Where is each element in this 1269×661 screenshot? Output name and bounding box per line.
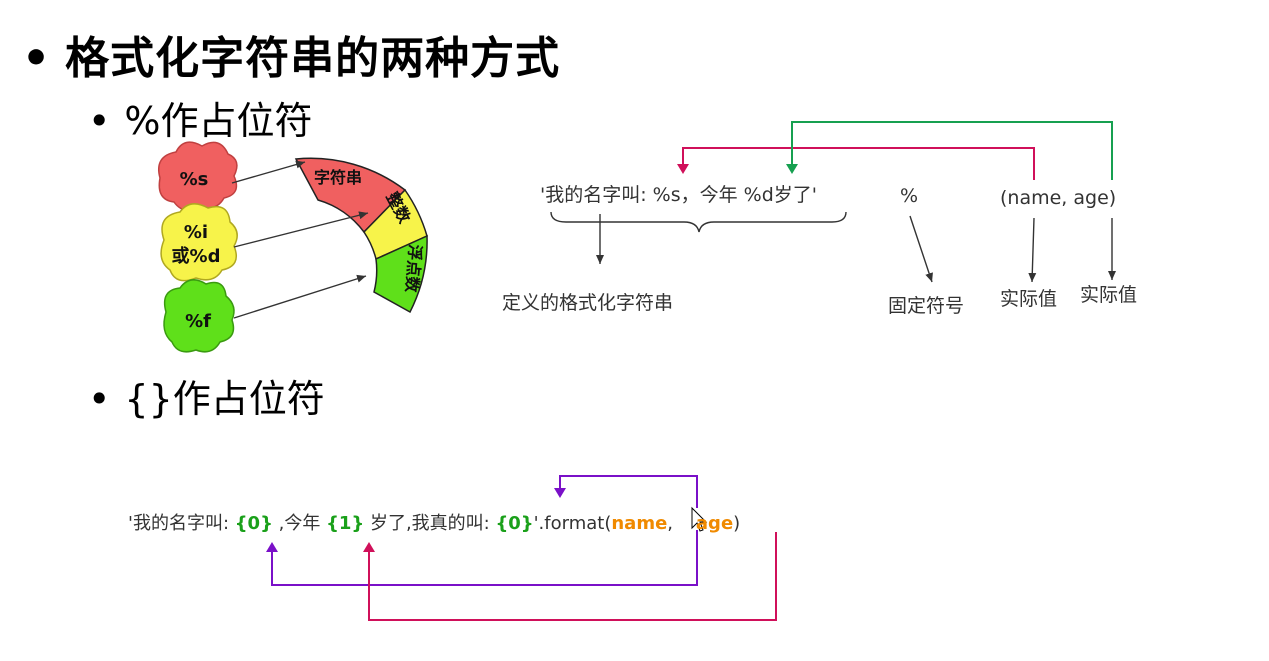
- label-format-string: 定义的格式化字符串: [502, 292, 674, 314]
- format-string-text: '我的名字叫: %s，今年 %d岁了': [540, 184, 817, 206]
- blob-integer-label-2: 或%d: [172, 245, 221, 267]
- arc-float-label: 浮点数: [402, 244, 425, 294]
- brace-placeholder-0b: {0}: [495, 513, 534, 534]
- arc-string-label: 字符串: [314, 168, 362, 187]
- bullet: •: [88, 99, 111, 143]
- format-part-5: ): [733, 513, 741, 534]
- format-part-4: '.format(: [533, 513, 612, 534]
- main-heading: • 格式化字符串的两种方式: [22, 22, 560, 86]
- bullet: •: [88, 377, 111, 421]
- arrow-integer: [233, 211, 369, 248]
- blob-float: [163, 279, 235, 353]
- arrow-float: [233, 274, 367, 319]
- brace-placeholder-1: {1}: [326, 513, 365, 534]
- format-separator: ,: [667, 513, 696, 534]
- arrow-string: [231, 160, 306, 184]
- arrow-operator-label: [909, 215, 933, 283]
- section-brace-text: {}作占位符: [124, 377, 325, 421]
- connector-age-head: [786, 164, 798, 174]
- format-method-example: '我的名字叫: {0} ,今年 {1} 岁了,我真的叫: {0}'.format…: [128, 509, 740, 535]
- format-part-2: ,今年: [272, 513, 327, 534]
- arrow-value1-label: [1028, 217, 1037, 283]
- label-value-2: 实际值: [1080, 284, 1138, 306]
- heading-text: 格式化字符串的两种方式: [65, 33, 561, 84]
- format-part-3: 岁了,我真的叫:: [364, 513, 496, 534]
- format-string-brace: [550, 211, 847, 233]
- format-arg-age: age: [695, 513, 734, 534]
- blob-string: [158, 141, 238, 211]
- brace-placeholder-0a: {0}: [234, 513, 273, 534]
- blob-integer: [160, 203, 238, 282]
- section-percent-text: %作占位符: [124, 99, 313, 143]
- connector-format-name-top: [559, 475, 698, 508]
- arc-float: [373, 234, 428, 314]
- format-part-1: '我的名字叫:: [128, 513, 235, 534]
- connector-name: [682, 147, 1035, 180]
- connector-format-name-bottom: [271, 530, 698, 586]
- connector-name-head: [677, 164, 689, 174]
- bullet: •: [22, 33, 52, 84]
- percent-operator: %: [900, 185, 919, 207]
- connector-age: [791, 121, 1113, 180]
- connector-format-name-top-head: [554, 488, 566, 498]
- section-percent-heading: • %作占位符: [88, 90, 313, 145]
- connector-format-name-bottom-head: [266, 542, 278, 552]
- connector-format-age-head: [363, 542, 375, 552]
- section-brace-heading: • {}作占位符: [88, 368, 325, 423]
- label-value-1: 实际值: [1000, 288, 1058, 310]
- blob-integer-label-1: %i: [184, 222, 208, 243]
- label-operator: 固定符号: [888, 295, 965, 317]
- mouse-cursor-icon: [691, 506, 708, 532]
- format-arg-name: name: [611, 513, 668, 534]
- connector-format-age: [368, 532, 777, 621]
- blob-string-label: %s: [180, 169, 209, 190]
- blob-float-label: %f: [185, 311, 211, 332]
- value-tuple: (name, age): [1000, 187, 1117, 209]
